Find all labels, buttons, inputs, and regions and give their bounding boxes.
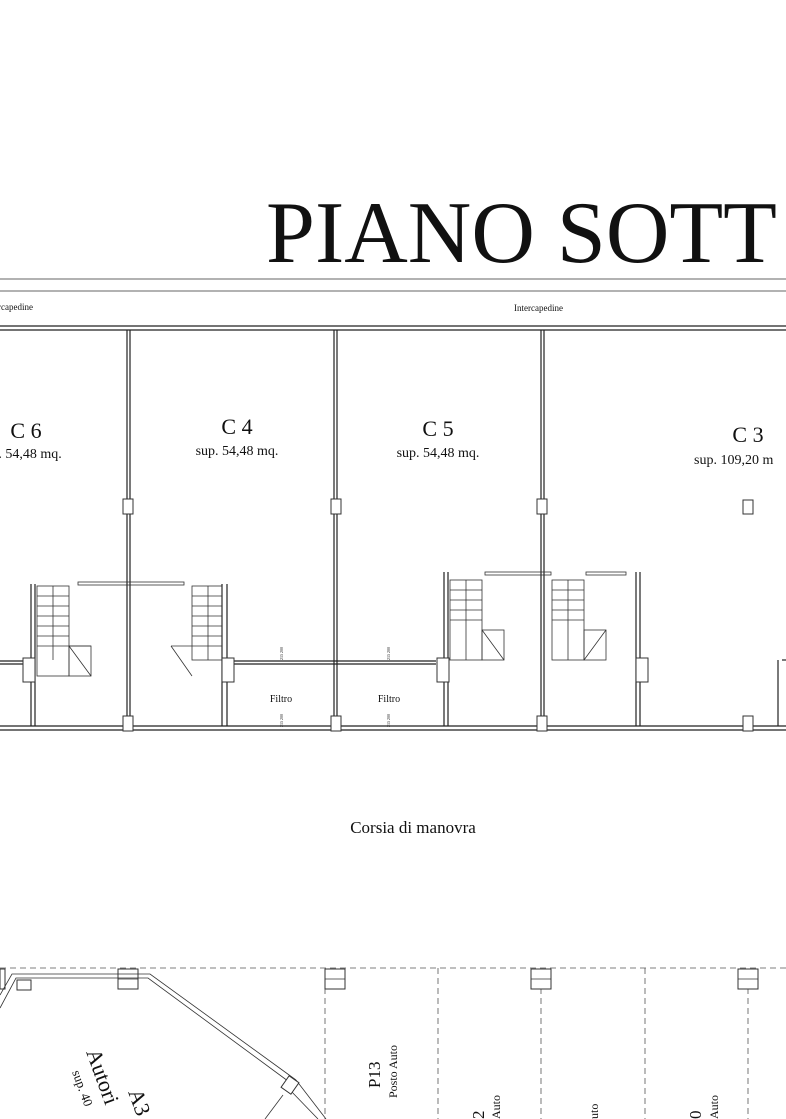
parking-code: P13 — [365, 1062, 384, 1088]
parking-label: Posto Auto — [386, 1045, 400, 1098]
parking-code: 0 — [686, 1111, 705, 1119]
partition-walls — [0, 330, 786, 732]
intercapedine-band — [0, 278, 786, 331]
unit-area: sup. 54,48 mq. — [196, 444, 279, 459]
parking-area — [0, 967, 786, 1119]
parking-label: Auto — [707, 1095, 721, 1119]
staircase — [36, 585, 92, 677]
plan-title: PIANO SOTT — [266, 185, 777, 282]
parking-label: Auto — [489, 1095, 503, 1119]
unit-area: sup. 109,20 m — [694, 453, 773, 468]
parking-label: uto — [587, 1104, 601, 1119]
staircase — [551, 579, 607, 661]
unit-name: C 3 — [732, 422, 763, 447]
unit-name: C 4 — [221, 414, 252, 439]
unit-name: C 6 — [10, 418, 41, 443]
dimension-label: 215 200 — [279, 714, 284, 727]
dimension-label: 215 200 — [279, 647, 284, 660]
parking-code: 2 — [469, 1111, 488, 1119]
unit-area: . 54,48 mq. — [0, 447, 62, 462]
unit-name: C 5 — [422, 416, 453, 441]
staircase — [449, 579, 505, 661]
filtro-label: Filtro — [270, 694, 292, 705]
unit-area: sup. 54,48 mq. — [397, 446, 480, 461]
filtro-label: Filtro — [378, 694, 400, 705]
garage-code: A3 — [123, 1085, 156, 1119]
staircase — [170, 585, 223, 677]
dimension-label: 215 200 — [386, 714, 391, 727]
intercapedine-label: Intercapedine — [514, 303, 563, 313]
intercapedine-label-left: rcapedine — [0, 302, 33, 312]
corridor-label: Corsia di manovra — [350, 818, 476, 837]
dimension-label: 215 200 — [386, 647, 391, 660]
